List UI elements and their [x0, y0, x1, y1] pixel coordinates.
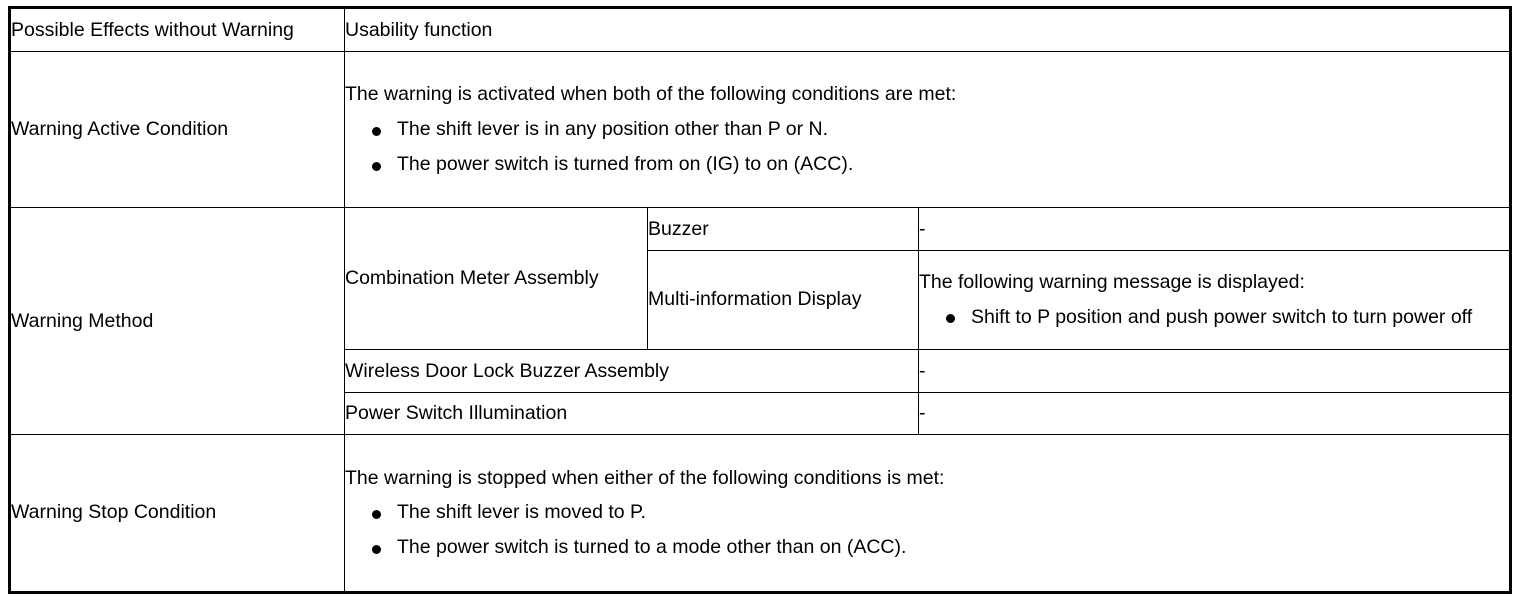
row-label-warning-stop-condition: Warning Stop Condition [9, 433, 345, 594]
warning-method-sub-table: Combination Meter Assembly Buzzer - Mult… [345, 208, 1509, 434]
bullet-text: Shift to P position and push power switc… [971, 305, 1473, 328]
list-item: The shift lever is in any position other… [345, 117, 1509, 142]
sub-label-multi-information-display: Multi-information Display [647, 249, 919, 351]
multi-info-display-intro: The following warning message is display… [919, 270, 1305, 293]
sub-value-buzzer: - [918, 208, 1509, 251]
sub-label-combination-meter-assembly: Combination Meter Assembly [345, 208, 648, 351]
warning-specification-table: Possible Effects without Warning Usabili… [8, 6, 1512, 594]
bullet-dot-icon [372, 509, 381, 519]
table-row-warning-active-condition: Warning Active Condition The warning is … [9, 50, 1511, 209]
sub-row-power-switch-illumination: Power Switch Illumination - [345, 391, 1509, 434]
bullet-dot-icon [372, 544, 381, 554]
row-label-warning-active-condition: Warning Active Condition [9, 50, 345, 209]
sub-row-buzzer: Combination Meter Assembly Buzzer - [345, 208, 1509, 351]
bullet-dot-icon [372, 161, 381, 171]
row-label-possible-effects: Possible Effects without Warning [9, 7, 345, 52]
row-label-warning-method: Warning Method [9, 207, 345, 435]
active-condition-bullet-list: The shift lever is in any position other… [345, 117, 1509, 177]
sub-row-multi-information-display: Multi-information Display The following … [345, 249, 1509, 351]
warning-method-content-cell: Combination Meter Assembly Buzzer - Mult… [344, 207, 1511, 435]
sub-label-buzzer: Buzzer [647, 208, 919, 251]
sub-value-multi-information-display: The following warning message is display… [918, 249, 1509, 351]
bullet-dot-icon [372, 126, 381, 136]
active-condition-intro: The warning is activated when both of th… [345, 83, 957, 106]
table-row-possible-effects: Possible Effects without Warning Usabili… [9, 7, 1511, 52]
stop-condition-bullet-list: The shift lever is moved to P. The power… [345, 500, 1509, 560]
list-item: The power switch is turned from on (IG) … [345, 152, 1509, 177]
bullet-text: The power switch is turned from on (IG) … [397, 153, 854, 176]
row-value-warning-stop-condition: The warning is stopped when either of th… [344, 433, 1511, 594]
stop-condition-intro: The warning is stopped when either of th… [345, 466, 945, 489]
list-item: The power switch is turned to a mode oth… [345, 535, 1509, 560]
sub-value-wireless-door-lock-buzzer-assembly: - [918, 349, 1509, 393]
row-value-warning-active-condition: The warning is activated when both of th… [344, 50, 1511, 209]
sub-label-power-switch-illumination: Power Switch Illumination [345, 391, 919, 434]
multi-info-display-bullet-list: Shift to P position and push power switc… [919, 305, 1509, 330]
sub-value-power-switch-illumination: - [918, 391, 1509, 434]
row-value-possible-effects: Usability function [344, 7, 1511, 52]
list-item: Shift to P position and push power switc… [919, 305, 1509, 330]
bullet-text: The power switch is turned to a mode oth… [397, 536, 907, 559]
bullet-dot-icon [946, 314, 955, 324]
sub-row-wireless-door-lock-buzzer: Wireless Door Lock Buzzer Assembly - [345, 349, 1509, 393]
list-item: The shift lever is moved to P. [345, 500, 1509, 525]
table-row-warning-method: Warning Method Combination Meter Assembl… [9, 207, 1511, 435]
sub-label-wireless-door-lock-buzzer-assembly: Wireless Door Lock Buzzer Assembly [345, 349, 919, 393]
bullet-text: The shift lever is moved to P. [397, 501, 646, 524]
bullet-text: The shift lever is in any position other… [397, 118, 829, 141]
table-row-warning-stop-condition: Warning Stop Condition The warning is st… [9, 433, 1511, 594]
